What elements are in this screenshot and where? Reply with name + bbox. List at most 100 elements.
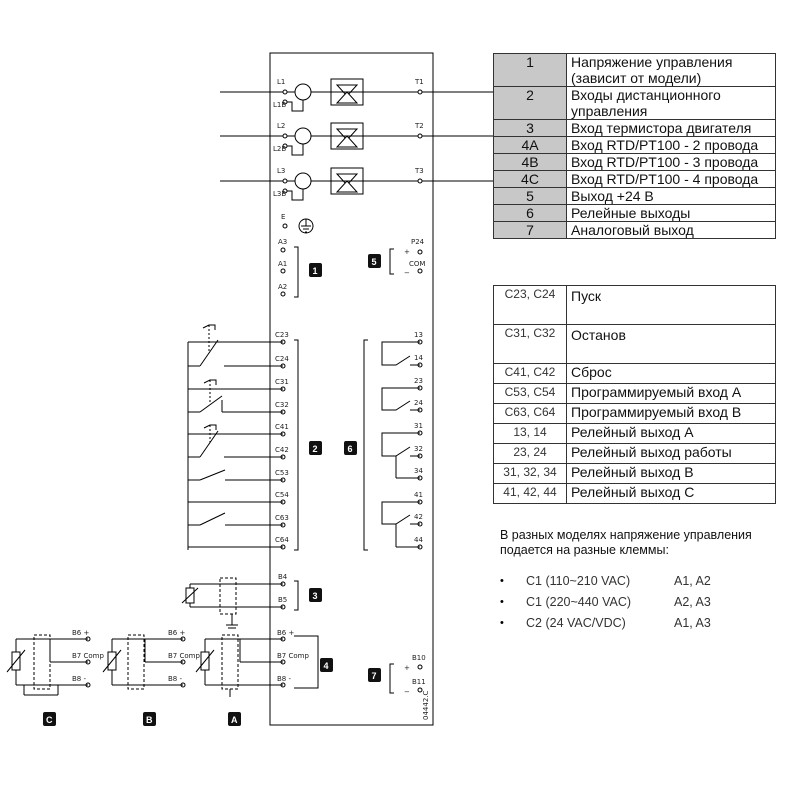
label-t2: T2 — [414, 122, 424, 130]
label-c53: C53 — [275, 469, 289, 477]
label-com: COM — [409, 260, 425, 268]
terminal-code: 13, 14 — [493, 423, 567, 444]
label-t1: T1 — [414, 78, 424, 86]
label-a2: A2 — [278, 283, 287, 291]
badge-3: 3 — [309, 588, 322, 602]
label-41: 41 — [414, 491, 423, 499]
label-t3: T3 — [414, 167, 424, 175]
label-c64: C64 — [275, 536, 289, 544]
label-31: 31 — [414, 422, 423, 430]
terminal-code: C41, C42 — [493, 363, 567, 384]
legend-desc: Аналоговый выход — [566, 221, 776, 239]
svg-text:A: A — [231, 715, 238, 725]
terminal-desc: Релейный выход работы — [566, 443, 776, 464]
starter-enclosure — [269, 52, 434, 726]
model-terminals: A1, A3 — [674, 615, 711, 630]
legend-desc: Релейные выходы — [566, 204, 776, 222]
svg-text:1: 1 — [313, 266, 318, 276]
label-l3: L3 — [277, 167, 285, 175]
terminal-desc: Релейный выход B — [566, 463, 776, 484]
phase-2 — [220, 122, 496, 156]
legend-num: 4B — [493, 153, 567, 171]
model-terminals: A1, A2 — [674, 573, 711, 588]
label-c32: C32 — [275, 401, 289, 409]
control-voltage-note: В разных моделях напряжение управления п… — [500, 528, 752, 557]
label-e: E — [281, 213, 285, 221]
label-l2b: L2B — [273, 145, 286, 153]
terminal-desc: Сброс — [566, 363, 776, 384]
label-minus-ao: − — [404, 688, 410, 696]
legend-num: 4A — [493, 136, 567, 154]
legend-num: 2 — [493, 86, 567, 120]
label-c54: C54 — [275, 491, 289, 499]
rtd-variant-b — [102, 634, 186, 690]
label-plus-ao: + — [404, 664, 410, 672]
badge-variant-b: B — [143, 712, 156, 726]
remote-inputs-block — [187, 324, 299, 551]
label-b8-c: B8 - — [72, 675, 86, 683]
phase-1 — [220, 78, 496, 112]
terminal-desc: Релейный выход A — [566, 423, 776, 444]
badge-6: 6 — [344, 441, 357, 455]
bullet-icon: • — [500, 616, 504, 629]
label-a3: A3 — [278, 238, 287, 246]
label-b6-a: B6 + — [277, 629, 294, 637]
label-c42: C42 — [275, 446, 289, 454]
svg-text:4: 4 — [324, 661, 329, 671]
model-voltage: C2 (24 VAC/VDC) — [526, 615, 626, 630]
earth-symbol — [282, 218, 314, 234]
label-42: 42 — [414, 513, 423, 521]
label-b5: B5 — [278, 596, 287, 604]
legend-desc: Вход термистора двигателя — [566, 119, 776, 137]
label-c41: C41 — [275, 423, 289, 431]
label-l3b: L3B — [273, 190, 286, 198]
svg-text:3: 3 — [313, 591, 318, 601]
label-l1: L1 — [277, 78, 285, 86]
terminal-code: C23, C24 — [493, 285, 567, 325]
label-l1b: L1B — [273, 101, 286, 109]
terminal-code: C53, C54 — [493, 383, 567, 404]
model-voltage: C1 (110~210 VAC) — [526, 573, 631, 588]
terminal-code: 31, 32, 34 — [493, 463, 567, 484]
legend-desc: Входы дистанционного управления — [566, 86, 776, 120]
label-b10: B10 — [412, 654, 426, 662]
analog-output-block — [389, 663, 423, 694]
legend-num: 5 — [493, 187, 567, 205]
legend-num: 3 — [493, 119, 567, 137]
badge-4: 4 — [320, 658, 333, 672]
svg-text:2: 2 — [313, 444, 318, 454]
terminal-code: C63, C64 — [493, 403, 567, 424]
rtd-input-block — [195, 634, 319, 697]
model-terminals: A2, A3 — [674, 594, 711, 609]
label-a1: A1 — [278, 260, 287, 268]
svg-text:6: 6 — [348, 444, 353, 454]
badge-variant-a: A — [228, 712, 241, 726]
model-row: • C1 (220~440 VAC) A2, A3 — [500, 591, 790, 612]
label-b11: B11 — [412, 678, 426, 686]
bullet-icon: • — [500, 574, 504, 587]
label-b6-b: B6 + — [168, 629, 185, 637]
legend-num: 4C — [493, 170, 567, 188]
label-14: 14 — [414, 354, 423, 362]
terminal-desc: Останов — [566, 324, 776, 364]
terminal-desc: Релейный выход C — [566, 483, 776, 504]
svg-text:5: 5 — [372, 257, 377, 267]
label-44: 44 — [414, 536, 423, 544]
output-24v-block — [389, 248, 423, 275]
label-13: 13 — [414, 331, 423, 339]
legend-desc: Напряжение управления (зависит от модели… — [566, 53, 776, 87]
label-c31: C31 — [275, 378, 289, 386]
model-row: • C2 (24 VAC/VDC) A1, A3 — [500, 612, 790, 633]
label-24: 24 — [414, 399, 423, 407]
